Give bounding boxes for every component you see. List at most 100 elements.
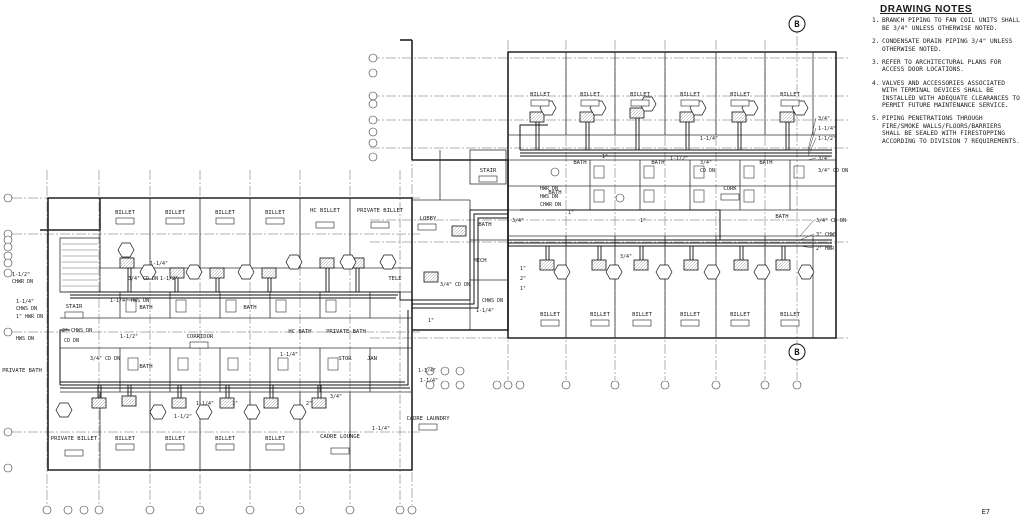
- svg-text:3/4": 3/4": [818, 156, 830, 162]
- svg-text:CADRE LAUNDRY: CADRE LAUNDRY: [406, 416, 450, 422]
- svg-text:1-1/2": 1-1/2": [160, 276, 178, 282]
- svg-text:CHWS DN: CHWS DN: [482, 298, 503, 304]
- svg-text:CHWR DN: CHWR DN: [12, 279, 33, 285]
- main-pipe-runs: [59, 124, 832, 389]
- stair-treads: [62, 243, 98, 287]
- svg-text:1-1/2": 1-1/2": [670, 156, 688, 162]
- svg-text:BATH: BATH: [759, 160, 772, 166]
- svg-text:1-1/4": 1-1/4": [280, 352, 298, 358]
- svg-text:HWR DN: HWR DN: [540, 186, 558, 192]
- svg-text:1-1/2": 1-1/2": [120, 334, 138, 340]
- svg-text:2" CHWS DN: 2" CHWS DN: [62, 328, 92, 334]
- svg-text:HC BILLET: HC BILLET: [310, 208, 340, 214]
- drawing-note: 1.BRANCH PIPING TO FAN COIL UNITS SHALL …: [872, 17, 1020, 32]
- drawing-note: 4.VALVES AND ACCESSORIES ASSOCIATED WITH…: [872, 79, 1020, 110]
- svg-text:BILLET: BILLET: [115, 436, 136, 442]
- svg-text:3/4": 3/4": [818, 116, 830, 122]
- svg-text:TELE: TELE: [388, 276, 401, 282]
- svg-text:BILLET: BILLET: [265, 210, 286, 216]
- svg-text:HWS DN: HWS DN: [540, 194, 558, 200]
- sheet-reference: E7: [981, 508, 990, 516]
- drawing-notes-list: 1.BRANCH PIPING TO FAN COIL UNITS SHALL …: [872, 17, 1020, 145]
- svg-text:LOBBY: LOBBY: [420, 216, 437, 222]
- callout-leaders: [799, 117, 817, 249]
- svg-text:1-1/2": 1-1/2": [818, 136, 836, 142]
- svg-text:BILLET: BILLET: [265, 436, 286, 442]
- svg-text:BILLET: BILLET: [780, 92, 801, 98]
- svg-text:BILLET: BILLET: [215, 210, 236, 216]
- svg-text:PRIVATE BATH: PRIVATE BATH: [326, 329, 366, 335]
- svg-text:3/4": 3/4": [512, 218, 524, 224]
- svg-text:BATH: BATH: [548, 190, 561, 196]
- svg-text:1-1/4" HWS DN: 1-1/4" HWS DN: [110, 298, 149, 304]
- svg-text:1": 1": [568, 210, 574, 216]
- svg-text:PRIVATE BATH: PRIVATE BATH: [2, 368, 42, 374]
- svg-text:BILLET: BILLET: [215, 436, 236, 442]
- svg-text:1": 1": [640, 218, 646, 224]
- svg-text:BILLET: BILLET: [730, 312, 751, 318]
- svg-text:B: B: [794, 348, 800, 358]
- svg-text:3/4": 3/4": [620, 254, 632, 260]
- svg-text:HWS DN: HWS DN: [16, 336, 34, 342]
- svg-text:PRIVATE BILLET: PRIVATE BILLET: [51, 436, 98, 442]
- fan-coil-units: [91, 107, 795, 409]
- svg-text:JAN: JAN: [367, 356, 377, 362]
- drawing-note: 2.CONDENSATE DRAIN PIPING 3/4" UNLESS OT…: [872, 38, 1013, 53]
- svg-text:BILLET: BILLET: [580, 92, 601, 98]
- svg-text:3/4" CD DN: 3/4" CD DN: [816, 218, 846, 224]
- svg-text:CHWS DN: CHWS DN: [16, 306, 37, 312]
- svg-text:CORK: CORK: [723, 186, 737, 192]
- svg-text:1-1/4": 1-1/4": [476, 308, 494, 314]
- svg-text:1-1/4": 1-1/4": [818, 126, 836, 132]
- svg-text:1-1/4": 1-1/4": [420, 378, 438, 384]
- svg-text:BILLET: BILLET: [780, 312, 801, 318]
- svg-text:BILLET: BILLET: [115, 210, 136, 216]
- svg-text:BILLET: BILLET: [590, 312, 611, 318]
- svg-text:STOR: STOR: [338, 356, 352, 362]
- svg-text:STAIR: STAIR: [66, 304, 83, 310]
- svg-text:1-1/2": 1-1/2": [174, 414, 192, 420]
- svg-text:1-1/4": 1-1/4": [150, 261, 168, 267]
- grid-marker-b: B B: [788, 15, 806, 361]
- svg-text:BILLET: BILLET: [540, 312, 561, 318]
- svg-text:BILLET: BILLET: [680, 92, 701, 98]
- drawing-note: 5.PIPING PENETRATIONS THROUGH FIRE/SMOKE…: [872, 115, 1020, 145]
- drawing-notes-title: DRAWING NOTES: [880, 4, 973, 15]
- svg-text:BATH: BATH: [139, 364, 152, 370]
- svg-text:1" HWR DN: 1" HWR DN: [16, 314, 43, 320]
- svg-text:1-1/4": 1-1/4": [700, 136, 718, 142]
- svg-text:CORRIDOR: CORRIDOR: [187, 334, 214, 340]
- svg-text:MECH: MECH: [473, 258, 486, 264]
- svg-text:BATH: BATH: [573, 160, 586, 166]
- svg-text:3/4" CD DN: 3/4" CD DN: [128, 276, 158, 282]
- svg-text:BILLET: BILLET: [165, 436, 186, 442]
- svg-text:1-1/4": 1-1/4": [372, 426, 390, 432]
- svg-text:1": 1": [232, 401, 238, 407]
- svg-text:2" HWR: 2" HWR: [816, 246, 835, 252]
- svg-text:BATH: BATH: [243, 305, 256, 311]
- svg-text:2": 2": [520, 276, 526, 282]
- svg-text:HC BATH: HC BATH: [288, 329, 311, 335]
- svg-text:1-1/4": 1-1/4": [16, 299, 34, 305]
- svg-text:1": 1": [428, 318, 434, 324]
- svg-text:3/4": 3/4": [700, 160, 712, 166]
- room-number-tags: [64, 99, 800, 457]
- svg-text:1": 1": [520, 286, 526, 292]
- grid-bubbles: [3, 53, 802, 515]
- svg-text:B: B: [794, 20, 800, 30]
- bath-fixtures: [125, 165, 805, 371]
- svg-text:BILLET: BILLET: [730, 92, 751, 98]
- svg-text:CD DN: CD DN: [64, 338, 79, 344]
- svg-text:STAIR: STAIR: [480, 168, 497, 174]
- svg-text:BATH: BATH: [651, 160, 664, 166]
- svg-text:CHWR DN: CHWR DN: [540, 202, 561, 208]
- svg-text:3/4" CD DN: 3/4" CD DN: [818, 168, 848, 174]
- svg-text:1-1/2": 1-1/2": [12, 272, 30, 278]
- drawing-note: 3.REFER TO ARCHITECTURAL PLANS FOR ACCES…: [872, 59, 1002, 74]
- pipe-labels: 1-1/2" CHWR DN 1-1/4" CHWS DN 1" HWR DN …: [12, 116, 848, 432]
- column-grid-lines: [12, 20, 850, 505]
- svg-text:1-1/4": 1-1/4": [418, 368, 436, 374]
- svg-text:BILLET: BILLET: [630, 92, 651, 98]
- svg-text:3/4" CD DN: 3/4" CD DN: [440, 282, 470, 288]
